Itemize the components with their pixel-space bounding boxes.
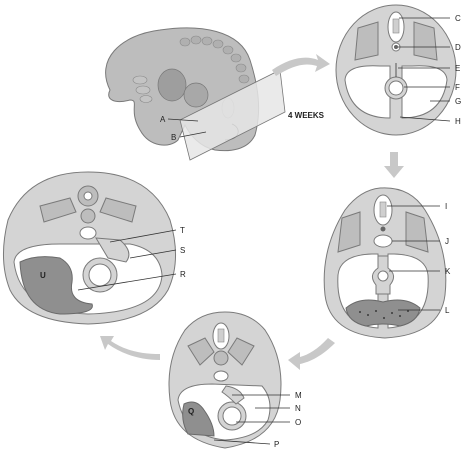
label-P: P [274, 440, 279, 449]
arrow-to-section-3 [288, 338, 335, 370]
label-A: A [160, 115, 166, 124]
arrow-to-section-4 [100, 336, 160, 360]
section-plane [179, 69, 286, 161]
arrow-to-section-2 [384, 152, 404, 178]
stage-title: 4 WEEKS [288, 111, 325, 120]
label-I: I [445, 202, 447, 211]
label-D: D [455, 43, 461, 52]
label-U: U [40, 271, 46, 280]
label-R: R [180, 270, 186, 279]
label-F: F [455, 83, 460, 92]
label-S: S [180, 246, 185, 255]
heart-bulge [157, 68, 187, 102]
liver-bulge [183, 82, 209, 108]
embryo-illustration: A B [105, 27, 286, 161]
label-M: M [295, 391, 302, 400]
label-T: T [180, 226, 185, 235]
somites [179, 35, 250, 84]
label-Q: Q [188, 407, 194, 416]
label-K: K [445, 267, 451, 276]
cross-section-4: U T S R [2, 171, 186, 325]
cross-section-2: I J K L [323, 187, 451, 339]
label-E: E [455, 64, 460, 73]
label-L: L [445, 306, 450, 315]
label-C: C [455, 14, 461, 23]
cross-section-1: C D E F G H [335, 4, 461, 136]
label-B: B [171, 133, 176, 142]
label-N: N [295, 404, 301, 413]
arrow-to-section-1 [272, 54, 330, 76]
label-H: H [455, 117, 461, 126]
label-J: J [445, 237, 449, 246]
cross-section-3: Q M N O P [168, 311, 302, 449]
label-G: G [455, 97, 461, 106]
pharyngeal-arches [132, 75, 153, 103]
label-O: O [295, 418, 301, 427]
